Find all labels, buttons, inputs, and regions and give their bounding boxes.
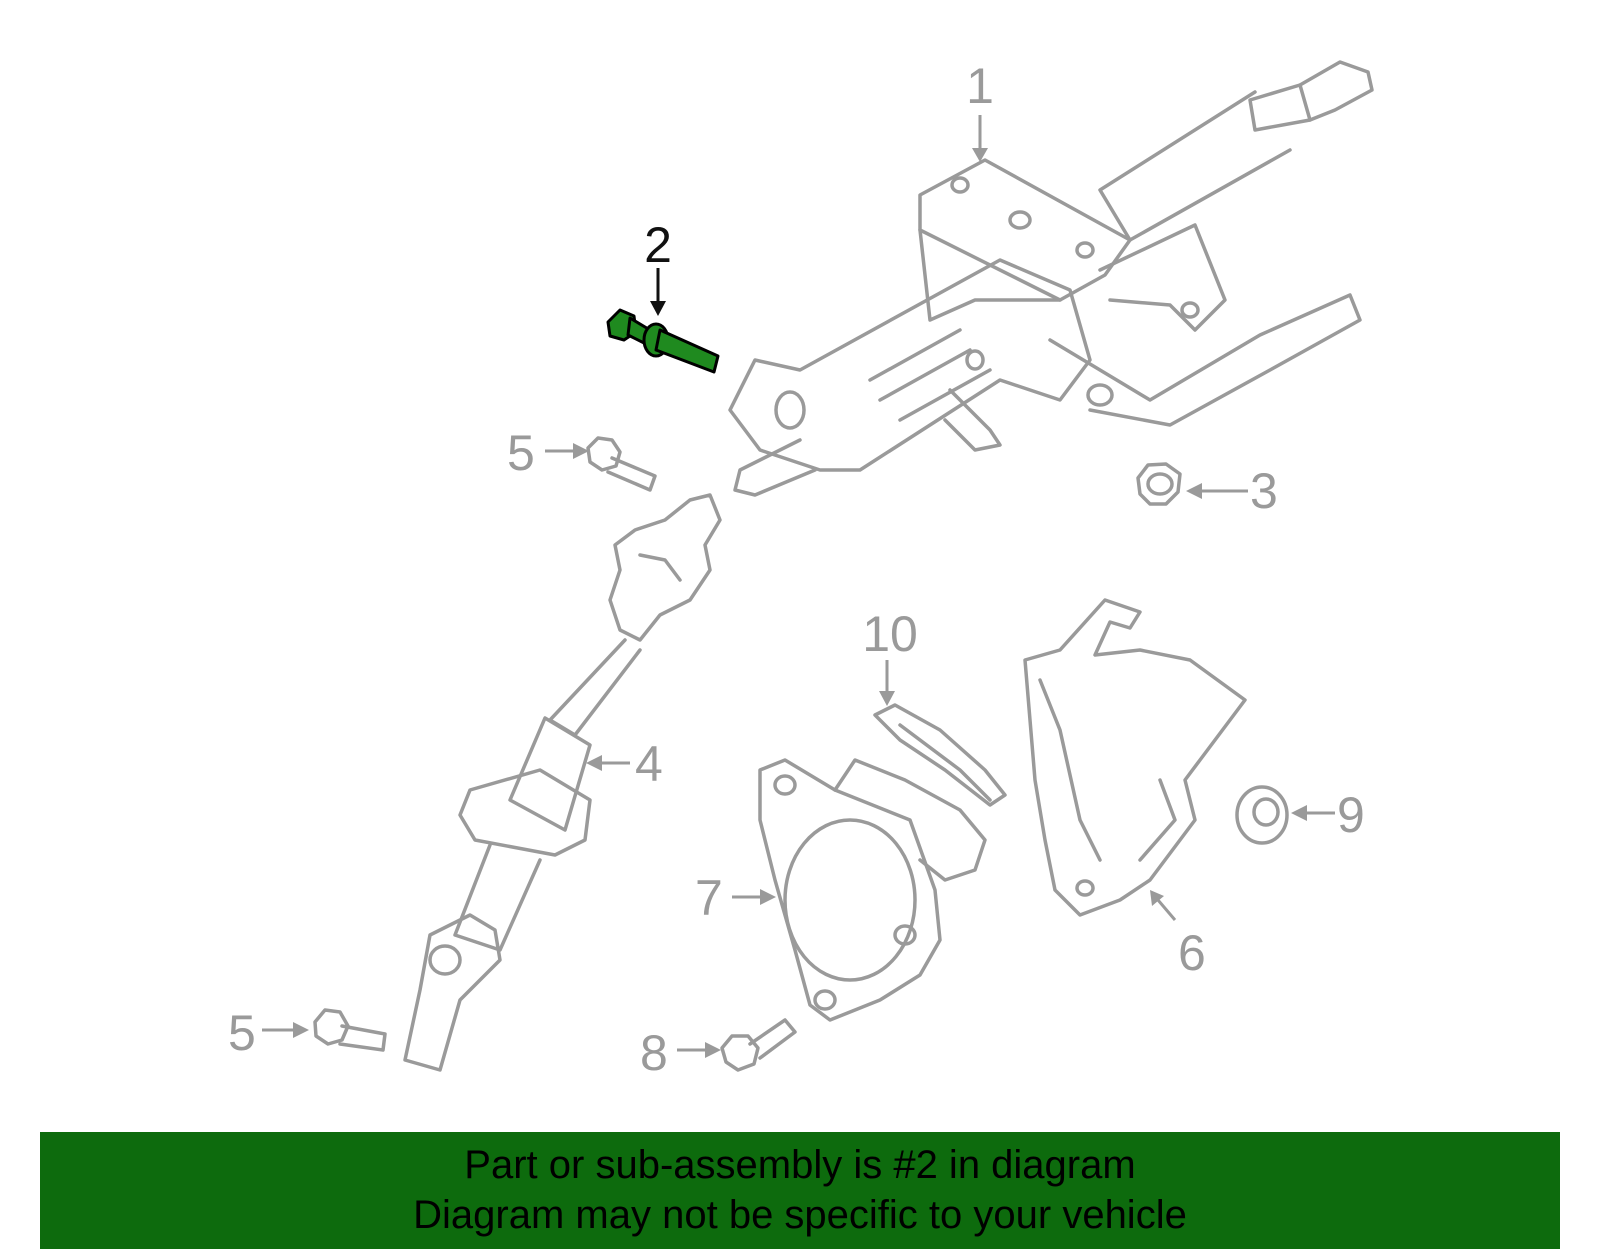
part-3-nut[interactable] bbox=[1136, 462, 1182, 506]
callout-9: 9 bbox=[1337, 787, 1365, 843]
callout-1: 1 bbox=[966, 58, 994, 114]
callout-2: 2 bbox=[644, 217, 672, 273]
callout-6: 6 bbox=[1178, 925, 1206, 981]
part-5-lower-bolt[interactable] bbox=[313, 1008, 387, 1052]
callout-3: 3 bbox=[1250, 463, 1278, 519]
part-10-seal-ring[interactable] bbox=[873, 703, 1007, 807]
part-9-grommet[interactable] bbox=[1235, 785, 1289, 845]
banner-line-2: Diagram may not be specific to your vehi… bbox=[413, 1193, 1187, 1237]
part-6-cover[interactable] bbox=[1023, 598, 1247, 917]
part-8-bolt[interactable] bbox=[720, 1018, 797, 1072]
banner-line-1: Part or sub-assembly is #2 in diagram bbox=[464, 1143, 1136, 1187]
exploded-parts-diagram: 1 2 3 4 5 5 6 7 8 9 10 bbox=[228, 58, 1374, 1081]
callout-7: 7 bbox=[695, 870, 723, 926]
callout-10: 10 bbox=[862, 606, 918, 662]
part-7-boot-plate[interactable] bbox=[758, 758, 987, 1022]
callout-5-lower: 5 bbox=[228, 1005, 256, 1061]
part-5-upper-bolt[interactable] bbox=[586, 436, 657, 492]
info-banner: Part or sub-assembly is #2 in diagram Di… bbox=[40, 1132, 1560, 1249]
callout-4: 4 bbox=[635, 736, 663, 792]
part-2-bolt[interactable] bbox=[606, 308, 720, 374]
part-1-steering-column[interactable] bbox=[728, 60, 1374, 497]
part-4-intermediate-shaft[interactable] bbox=[403, 493, 722, 1072]
callout-8: 8 bbox=[640, 1025, 668, 1081]
callout-5-upper: 5 bbox=[507, 425, 535, 481]
